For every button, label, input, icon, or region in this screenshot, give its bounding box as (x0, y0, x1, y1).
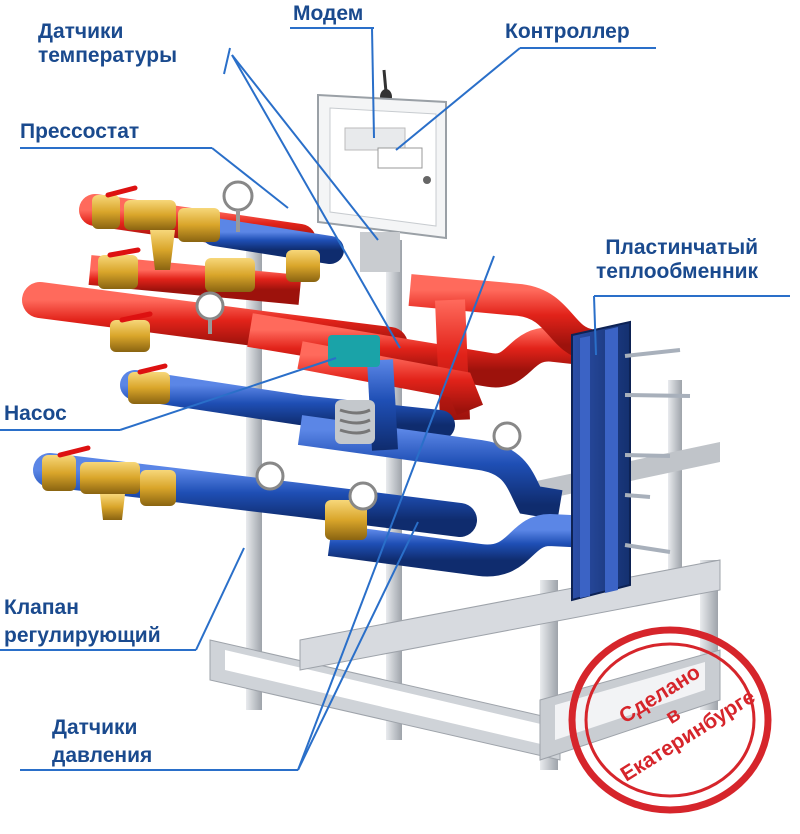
label-pressure-sensors-line1: Датчики (52, 716, 138, 739)
label-controller: Контроллер (505, 20, 630, 43)
label-temperature-sensors-line1: Датчики (38, 20, 124, 43)
controller-cabinet (317, 69, 447, 272)
made-in-ekaterinburg-stamp (568, 626, 772, 814)
label-plate-heat-exchanger-line2: теплообменник (596, 260, 759, 283)
label-control-valve: Клапан регулирующий (4, 596, 161, 648)
pump (328, 335, 380, 444)
label-pressure-sensors-line2: давления (52, 744, 153, 767)
leader-lines (0, 27, 790, 771)
plate-heat-exchanger (571, 320, 691, 602)
label-control-valve-line1: Клапан (4, 596, 79, 619)
label-pump: Насос (4, 402, 67, 425)
label-temperature-sensors: Датчики температуры (38, 20, 177, 68)
label-plate-heat-exchanger: Пластинчатый теплообменник (596, 236, 758, 284)
label-pressure-sensors: Датчики давления (52, 716, 152, 768)
label-pressostat: Прессостат (20, 120, 140, 143)
brass-fittings (42, 185, 367, 540)
label-modem: Модем (293, 2, 364, 25)
label-control-valve-line2: регулирующий (4, 624, 161, 647)
label-plate-heat-exchanger-line1: Пластинчатый (605, 236, 759, 259)
label-temperature-sensors-line2: температуры (38, 44, 178, 67)
pressure-gauges (195, 180, 522, 511)
